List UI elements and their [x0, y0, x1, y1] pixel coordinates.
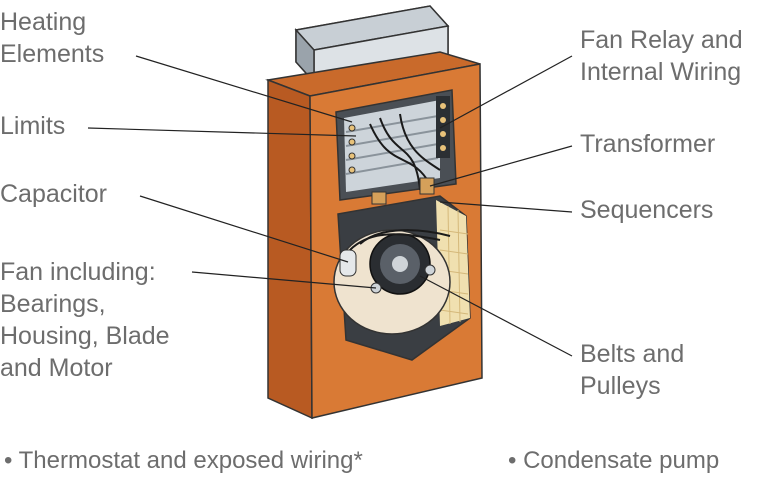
label-line: Transformer — [580, 130, 716, 158]
leader-lines — [87, 55, 573, 357]
label-limits: Limits — [0, 110, 65, 142]
label-line: Bearings, — [0, 290, 106, 318]
label-heating-elements: Heating Elements — [0, 6, 104, 70]
leader-transformer — [429, 145, 573, 187]
footnote-thermostat: • Thermostat and exposed wiring* — [4, 447, 363, 474]
leader-belts — [419, 275, 573, 357]
label-transformer: Transformer — [580, 128, 715, 160]
label-capacitor: Capacitor — [0, 178, 107, 210]
label-line: Limits — [0, 112, 66, 140]
leader-limits — [87, 127, 357, 137]
label-line: Internal Wiring — [580, 58, 742, 86]
leader-heating-elements — [135, 55, 353, 123]
label-line: Heating — [0, 8, 87, 36]
label-line: Capacitor — [0, 180, 107, 208]
label-line: and Motor — [0, 354, 113, 382]
label-line: Sequencers — [580, 196, 714, 224]
label-line: Housing, Blade — [0, 322, 170, 350]
label-fan: Fan including: Bearings, Housing, Blade … — [0, 256, 170, 384]
label-line: Elements — [0, 40, 105, 68]
label-line: Fan including: — [0, 258, 156, 286]
label-fan-relay: Fan Relay and Internal Wiring — [580, 24, 743, 88]
label-line: Pulleys — [580, 372, 661, 400]
label-line: Fan Relay and — [580, 26, 743, 54]
heating-compartment — [335, 89, 457, 205]
leader-fan — [191, 271, 377, 289]
leader-capacitor — [139, 195, 349, 263]
label-line: Belts and — [580, 340, 685, 368]
leader-sequencers — [439, 201, 573, 213]
footnote-condensate: • Condensate pump — [508, 447, 720, 474]
label-sequencers: Sequencers — [580, 194, 713, 226]
label-belts: Belts and Pulleys — [580, 338, 684, 402]
leader-fan-relay — [439, 55, 573, 129]
